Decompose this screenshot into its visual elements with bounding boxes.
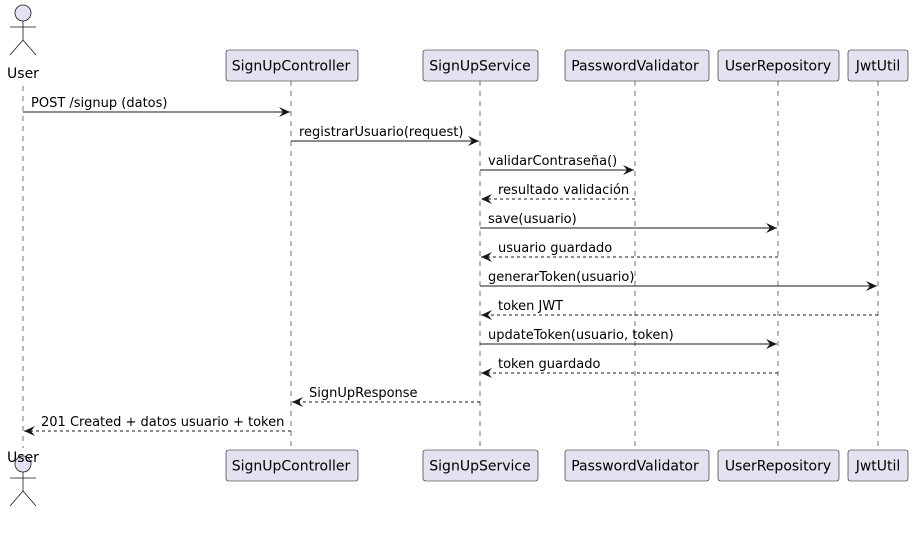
participant-box (847, 49, 909, 82)
message-label: registrarUsuario(request) (299, 125, 463, 140)
message-label: validarContraseña() (488, 154, 617, 169)
participant-controller-bottom: SignUpController (225, 449, 359, 482)
participant-service-top: SignUpService (422, 49, 539, 82)
participant-box (717, 449, 840, 482)
participant-box (225, 449, 359, 482)
participant-label: PasswordValidator (571, 459, 699, 475)
participant-box (717, 49, 840, 82)
message-2: registrarUsuario(request) (291, 125, 479, 146)
actor-leg-left (9, 490, 24, 507)
message-label: save(usuario) (488, 212, 577, 227)
message-6: usuario guardado (481, 241, 778, 262)
participant-label: UserRepository (725, 59, 831, 75)
message-label: usuario guardado (498, 241, 612, 256)
participant-label: User (7, 450, 39, 466)
message-9: updateToken(usuario, token) (480, 328, 777, 349)
participant-box (225, 49, 359, 82)
participant-box (422, 449, 539, 482)
participant-service-bottom: SignUpService (422, 449, 539, 482)
participant-label: SignUpService (429, 459, 530, 475)
message-label: SignUpResponse (309, 386, 418, 401)
message-label: token guardado (498, 357, 601, 372)
participant-box (422, 49, 539, 82)
actor-leg-right (22, 490, 37, 507)
participant-label: JwtUtil (855, 59, 901, 75)
message-label: resultado validación (498, 183, 629, 198)
participant-label: User (7, 66, 39, 82)
message-11: SignUpResponse (292, 386, 480, 407)
participant-label: JwtUtil (855, 459, 901, 475)
actor-bottom: User (7, 450, 39, 507)
participant-label: SignUpService (429, 59, 530, 75)
participant-validator-bottom: PasswordValidator (564, 449, 710, 482)
message-8: token JWT (481, 299, 878, 320)
message-label: updateToken(usuario, token) (488, 328, 674, 343)
participant-box (847, 449, 909, 482)
participant-validator-top: PasswordValidator (564, 49, 710, 82)
participant-label: UserRepository (725, 459, 831, 475)
participant-label: SignUpController (232, 459, 351, 475)
participant-jwt-top: JwtUtil (847, 49, 909, 82)
actor-leg-left (9, 39, 24, 56)
participant-box (564, 449, 710, 482)
message-label: POST /signup (datos) (31, 96, 167, 111)
participant-repository-bottom: UserRepository (717, 449, 840, 482)
message-label: 201 Created + datos usuario + token (41, 415, 284, 430)
message-7: generarToken(usuario) (480, 270, 877, 291)
actor-leg-right (22, 39, 37, 56)
message-3: validarContraseña() (480, 154, 634, 175)
message-1: POST /signup (datos) (23, 96, 290, 117)
participant-jwt-bottom: JwtUtil (847, 449, 909, 482)
participant-label: SignUpController (232, 59, 351, 75)
message-12: 201 Created + datos usuario + token (24, 415, 291, 436)
message-label: token JWT (498, 299, 563, 314)
actor-head-icon (14, 4, 32, 22)
participant-label: PasswordValidator (571, 59, 699, 75)
participant-controller-top: SignUpController (225, 49, 359, 82)
participant-box (564, 49, 710, 82)
message-4: resultado validación (481, 183, 635, 204)
message-10: token guardado (481, 357, 778, 378)
participant-repository-top: UserRepository (717, 49, 840, 82)
message-5: save(usuario) (480, 212, 777, 233)
message-label: generarToken(usuario) (488, 270, 634, 285)
actor-top: User (7, 4, 39, 82)
